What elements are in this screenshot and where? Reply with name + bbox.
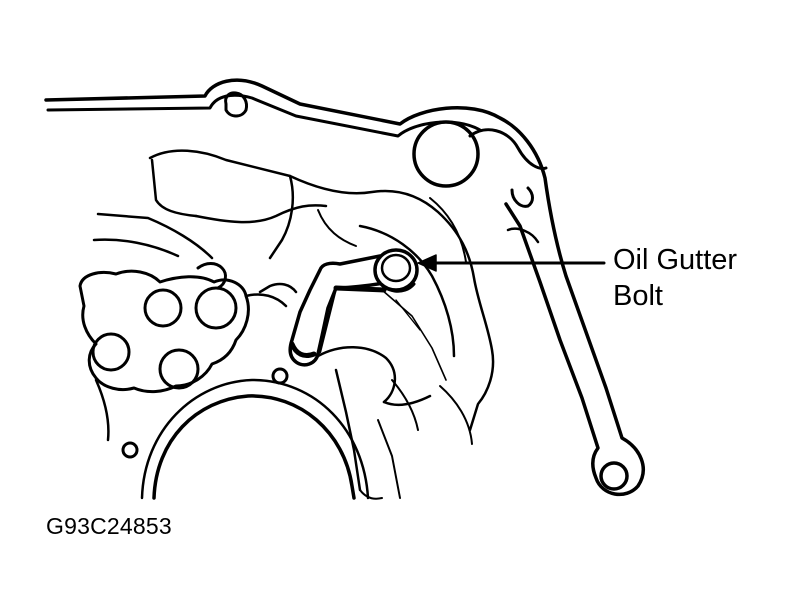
callout-label-line1: Oil Gutter	[613, 244, 738, 276]
callout-label-line2: Bolt	[613, 280, 663, 312]
case-casting-contours	[92, 149, 495, 445]
figure-code: G93C24853	[46, 513, 172, 539]
flange-bolt-holes	[224, 91, 629, 491]
oil-gutter	[288, 254, 392, 367]
oil-gutter-bolt	[373, 248, 419, 293]
callout-arrow	[417, 254, 606, 272]
left-boss-cluster	[78, 262, 298, 459]
lower-casting-features	[316, 346, 432, 500]
